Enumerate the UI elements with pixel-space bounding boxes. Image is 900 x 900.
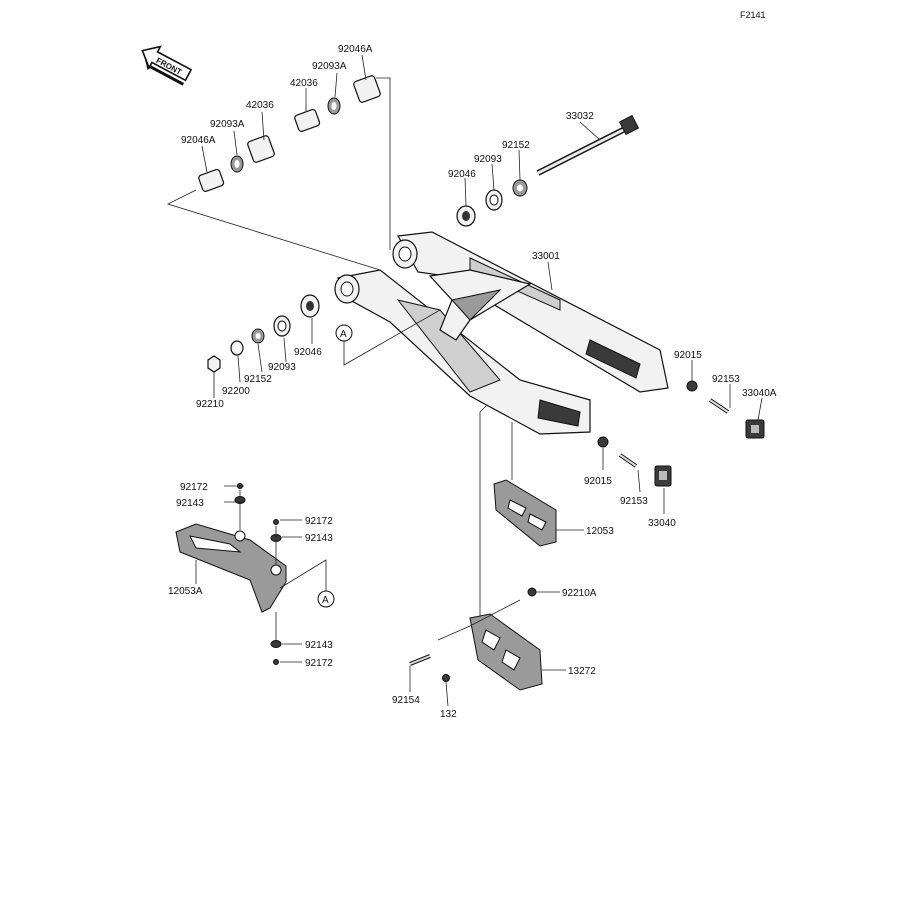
callout-92210a: 92210A — [562, 588, 597, 599]
callout-92093a-left: 92093A — [210, 119, 245, 130]
callout-92046a-left: 92046A — [181, 135, 216, 146]
callout-92200: 92200 — [222, 386, 250, 397]
chain-adjusters — [597, 380, 765, 487]
chain-guide-12053a — [175, 483, 287, 665]
callout-92153-right: 92153 — [712, 374, 740, 385]
callout-132: 132 — [440, 709, 457, 720]
reference-letter-lower: A — [322, 595, 329, 606]
callout-33032: 33032 — [566, 111, 594, 122]
callout-92143-mid: 92143 — [305, 533, 333, 544]
callout-leaders — [195, 54, 763, 707]
callout-92046a-right: 92046A — [338, 44, 373, 55]
callout-labels: 92046A 92093A 42036 92046A 92093A 42036 … — [168, 44, 777, 720]
callout-92172-top: 92172 — [180, 482, 208, 493]
callout-92143-top: 92143 — [176, 498, 204, 509]
callout-92046-lower: 92046 — [294, 347, 322, 358]
reference-a-lower: A — [279, 559, 335, 608]
callout-92093-upper: 92093 — [474, 154, 502, 165]
callout-42036-right: 42036 — [290, 78, 318, 89]
callout-92172-mid: 92172 — [305, 516, 333, 527]
callout-92093-lower: 92093 — [268, 362, 296, 373]
callout-92153-lower: 92153 — [620, 496, 648, 507]
pivot-hardware-right — [294, 75, 381, 132]
figure-id: F2141 — [740, 10, 766, 20]
callout-42036-left: 42036 — [246, 100, 274, 111]
callout-33040: 33040 — [648, 518, 676, 529]
callout-33001: 33001 — [532, 251, 560, 262]
callout-12053a: 12053A — [168, 586, 203, 597]
reference-a-upper: A — [335, 309, 441, 366]
callout-92154: 92154 — [392, 695, 420, 706]
callout-92015-lower: 92015 — [584, 476, 612, 487]
swingarm — [334, 231, 669, 435]
pivot-hardware-left — [198, 135, 275, 192]
callout-92172-bottom: 92172 — [305, 658, 333, 669]
callout-92143-bottom: 92143 — [305, 640, 333, 651]
chain-guide-13272 — [409, 405, 543, 691]
callout-12053: 12053 — [586, 526, 614, 537]
front-arrow-icon: FRONT — [141, 45, 193, 86]
callout-13272: 13272 — [568, 666, 596, 677]
callout-92046-upper: 92046 — [448, 169, 476, 180]
callout-92093a-right: 92093A — [312, 61, 347, 72]
chain-slider-12053 — [493, 422, 557, 547]
axle-side-hardware — [456, 179, 528, 227]
pivot-hardware-lower — [207, 294, 320, 373]
callout-92152-upper: 92152 — [502, 140, 530, 151]
assembly-leaders — [166, 77, 391, 271]
callout-92210: 92210 — [196, 399, 224, 410]
rear-axle — [536, 114, 640, 176]
callout-92152-lower: 92152 — [244, 374, 272, 385]
callout-33040a: 33040A — [742, 388, 777, 399]
callout-92015-right: 92015 — [674, 350, 702, 361]
reference-letter-upper: A — [340, 329, 347, 340]
